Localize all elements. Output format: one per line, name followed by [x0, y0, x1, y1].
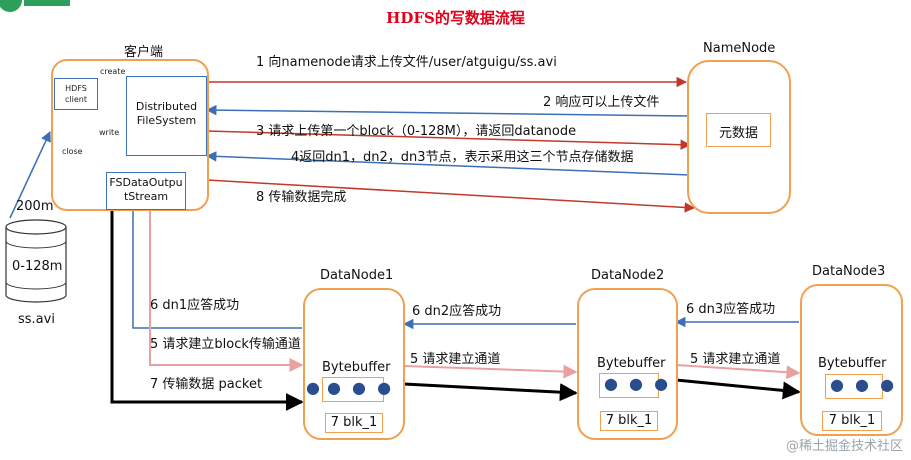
datanode1-blk-box: 7 blk_1 — [325, 413, 383, 433]
client-label: 客户端 — [124, 45, 164, 60]
datanode3-blk-label: 7 blk_1 — [828, 413, 876, 428]
fsdataout-box: FSDataOutputStream — [106, 172, 186, 210]
datanode2-blk-label: 7 blk_1 — [605, 413, 653, 428]
close-label: close — [62, 147, 83, 156]
arrow-data-dn1-dn2 — [403, 382, 578, 402]
msg-5-client: 5 请求建立block传输通道 — [150, 337, 301, 352]
arrow-5-dn2-request — [675, 364, 801, 380]
datanode3-buffer-box: ● ● ● — [825, 374, 894, 399]
datanode2-label: DataNode2 — [591, 268, 665, 283]
create-label: create — [100, 67, 126, 76]
msg-6-dn3: 6 dn3应答成功 — [686, 302, 776, 317]
arrow-7-packet — [110, 208, 304, 411]
datanode1-label: DataNode1 — [320, 268, 394, 283]
datanode3-label: DataNode3 — [812, 264, 886, 279]
msg-5-dn2: 5 请求建立通道 — [690, 352, 781, 367]
arrow-5-client-request — [149, 208, 304, 372]
datanode2-blk-box: 7 blk_1 — [600, 411, 658, 431]
distributed-fs-label: Distributed FileSystem — [135, 100, 198, 127]
msg-1: 1 向namenode请求上传文件/user/atguigu/ss.avi — [256, 55, 557, 70]
arrow-5-dn1-request — [403, 364, 578, 379]
datanode3-blk-box: 7 blk_1 — [822, 411, 882, 431]
metadata-label: 元数据 — [718, 126, 758, 141]
datanode1-buffer-box: ● ● ● — [322, 377, 391, 402]
datanode1-blk-label: 7 blk_1 — [330, 415, 378, 430]
file-name: ss.avi — [18, 312, 55, 327]
arrow-file-to-client — [9, 131, 51, 219]
file-block: 0-128m — [12, 259, 63, 274]
hdfs-client-label: HDFS client — [65, 84, 87, 104]
fsdataout-label: FSDataOutputStream — [109, 176, 183, 203]
hdfs-client-box: HDFS client — [54, 78, 98, 110]
arrow-6-dn1-ack — [127, 184, 302, 329]
arrow-4-return-nodes — [205, 151, 691, 176]
logo-fragment — [0, 0, 72, 18]
msg-6-dn1: 6 dn1应答成功 — [150, 298, 240, 313]
arrow-8-complete — [206, 179, 696, 213]
diagram-title: HDFS的写数据流程 — [386, 9, 525, 27]
datanode1-buffer-label: Bytebuffer — [322, 360, 391, 375]
datanode2-buffer-label: Bytebuffer — [597, 356, 666, 371]
msg-3: 3 请求上传第一个block（0-128M），请返回datanode — [256, 124, 577, 139]
arrow-data-dn2-dn3 — [675, 378, 801, 400]
watermark: @稀土掘金技术社区 — [785, 439, 903, 454]
msg-5-dn1: 5 请求建立通道 — [410, 352, 501, 367]
metadata-box: 元数据 — [706, 113, 771, 147]
arrow-3-request-block — [206, 130, 692, 150]
datanode2-buffer-box: ● ● ● — [599, 373, 668, 398]
datanode1-incoming-dots: ● — [306, 378, 320, 397]
msg-8: 8 传输数据完成 — [256, 190, 347, 205]
namenode-label: NameNode — [703, 41, 776, 56]
msg-2: 2 响应可以上传文件 — [543, 95, 660, 110]
msg-7-packet: 7 传输数据 packet — [150, 377, 263, 392]
distributed-fs-box: Distributed FileSystem — [126, 76, 207, 156]
datanode3-buffer-label: Bytebuffer — [818, 356, 887, 371]
write-label: write — [99, 128, 120, 137]
datanode3-box — [800, 284, 903, 436]
file-cylinder — [5, 219, 67, 303]
msg-6-dn2: 6 dn2应答成功 — [412, 304, 502, 319]
msg-4: 4返回dn1，dn2，dn3节点，表示采用这三个节点存储数据 — [291, 150, 634, 165]
arrow-2-response — [205, 104, 691, 117]
file-size: 200m — [16, 199, 54, 214]
